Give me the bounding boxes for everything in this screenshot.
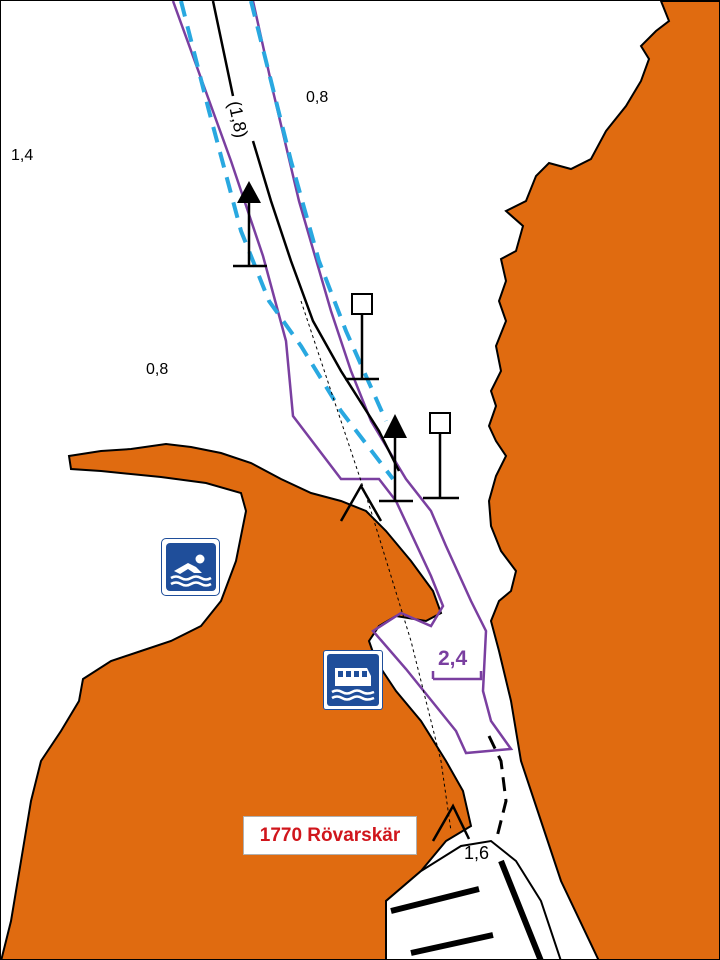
dredged-depth-label: 2,4 — [438, 647, 468, 670]
sounding-bottom-channel: 1,6 — [464, 843, 490, 863]
pier-2 — [410, 932, 494, 956]
chevron-mark-north — [339, 483, 383, 522]
harbour-basin — [385, 839, 562, 959]
beacon-square-2 — [423, 412, 459, 500]
passenger-boat-icon[interactable] — [323, 650, 383, 710]
land-east-shore — [487, 1, 719, 959]
breakwater-dash — [487, 735, 508, 842]
leading-line-west — [179, 1, 395, 481]
leading-line-east — [249, 1, 388, 422]
sounding-top-mid: 0,8 — [306, 89, 329, 106]
track-line — [300, 300, 452, 832]
beacon-triangle-2 — [379, 414, 413, 503]
sounding-left-mid: 0,8 — [146, 361, 169, 378]
swimming-icon[interactable] — [161, 538, 220, 596]
dredged-bracket — [431, 671, 483, 681]
beacon-square-1 — [345, 293, 379, 381]
pier-3 — [498, 859, 544, 959]
land-west-shore — [1, 442, 473, 959]
pier-1 — [390, 886, 480, 914]
beacon-triangle-1 — [233, 181, 267, 268]
sounding-top-left: 1,4 — [11, 147, 34, 164]
channel-centre-line — [211, 1, 401, 472]
place-label[interactable]: 1770 Rövarskär — [243, 816, 417, 855]
chevron-mark-south — [431, 803, 471, 842]
